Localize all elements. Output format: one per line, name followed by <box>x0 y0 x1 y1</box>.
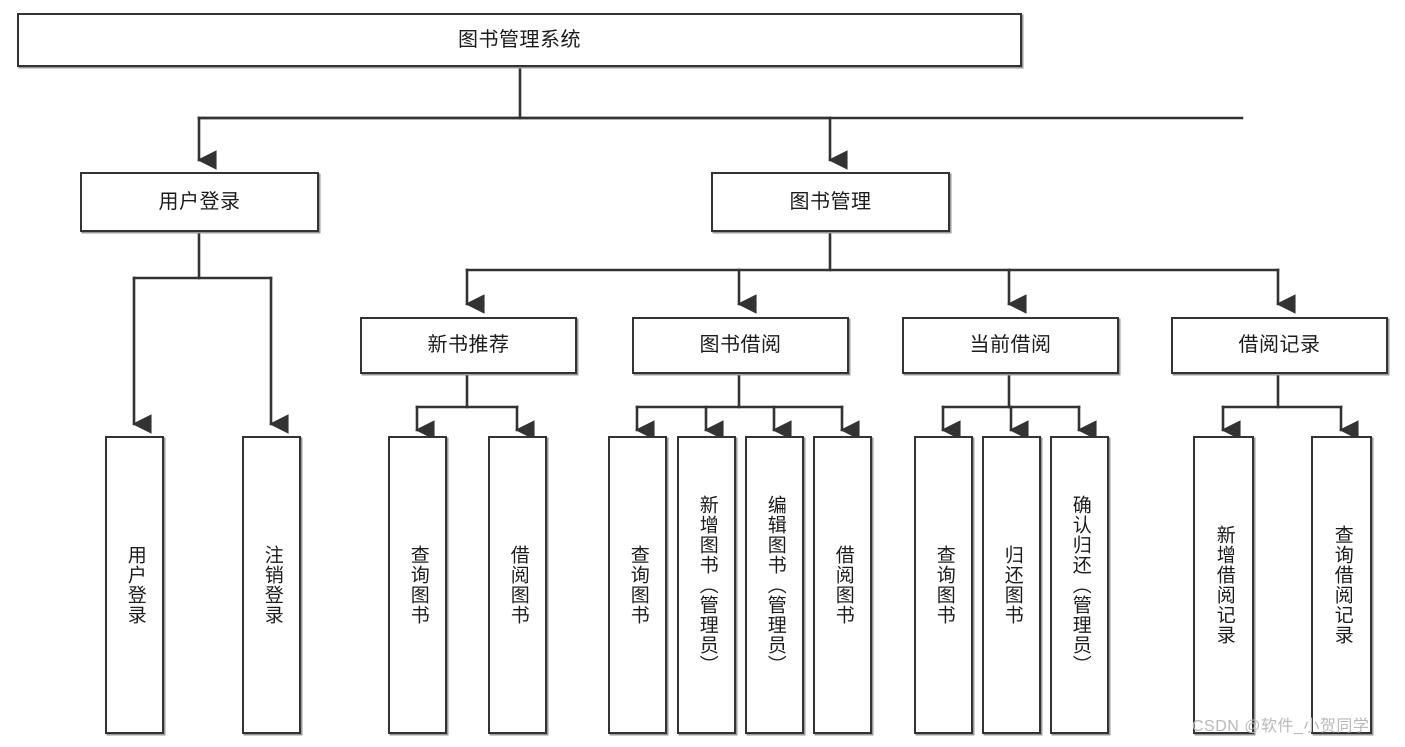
node-book-borrow[interactable]: 图书借阅 <box>632 317 849 374</box>
node-leaf-borrow-book-1-label: 借阅图书 <box>507 545 529 625</box>
node-leaf-confirm-return[interactable]: 确认归还（管理员） <box>1050 436 1109 734</box>
node-leaf-query-book-1[interactable]: 查询图书 <box>388 436 447 734</box>
node-current-borrow[interactable]: 当前借阅 <box>902 317 1119 374</box>
node-leaf-query-book-3[interactable]: 查询图书 <box>914 436 973 734</box>
node-borrow-record-label: 借阅记录 <box>1238 334 1321 356</box>
node-leaf-user-logout[interactable]: 注销登录 <box>242 436 301 734</box>
node-leaf-query-book-2[interactable]: 查询图书 <box>608 436 667 734</box>
node-leaf-query-book-3-label: 查询图书 <box>933 545 955 625</box>
node-leaf-borrow-book-1[interactable]: 借阅图书 <box>488 436 547 734</box>
node-leaf-query-book-2-label: 查询图书 <box>627 545 649 625</box>
node-leaf-query-record[interactable]: 查询借阅记录 <box>1311 436 1372 734</box>
node-borrow-record[interactable]: 借阅记录 <box>1171 317 1388 374</box>
node-user-login[interactable]: 用户登录 <box>80 172 319 232</box>
node-leaf-add-book-label: 新增图书（管理员） <box>696 495 718 675</box>
node-book-borrow-label: 图书借阅 <box>699 334 782 356</box>
node-leaf-user-login-label: 用户登录 <box>124 545 146 625</box>
node-leaf-edit-book-label: 编辑图书（管理员） <box>764 495 786 675</box>
node-book-manage[interactable]: 图书管理 <box>711 172 950 232</box>
node-leaf-return-book-label: 归还图书 <box>1001 545 1023 625</box>
node-leaf-confirm-return-label: 确认归还（管理员） <box>1069 495 1091 675</box>
node-leaf-edit-book[interactable]: 编辑图书（管理员） <box>745 436 804 734</box>
node-leaf-borrow-book-2-label: 借阅图书 <box>832 545 854 625</box>
node-leaf-user-login[interactable]: 用户登录 <box>105 436 164 734</box>
node-user-login-label: 用户登录 <box>158 190 241 213</box>
node-book-manage-label: 图书管理 <box>789 190 872 213</box>
csdn-watermark: CSDN @软件_小贺同学 <box>1192 718 1370 735</box>
node-leaf-add-record[interactable]: 新增借阅记录 <box>1193 436 1254 734</box>
node-leaf-user-logout-label: 注销登录 <box>261 545 283 625</box>
node-root[interactable]: 图书管理系统 <box>17 13 1022 67</box>
node-new-book-rec-label: 新书推荐 <box>427 334 510 356</box>
node-leaf-add-record-label: 新增借阅记录 <box>1213 525 1235 645</box>
node-leaf-return-book[interactable]: 归还图书 <box>982 436 1041 734</box>
node-leaf-borrow-book-2[interactable]: 借阅图书 <box>813 436 872 734</box>
node-leaf-add-book[interactable]: 新增图书（管理员） <box>677 436 736 734</box>
node-leaf-query-record-label: 查询借阅记录 <box>1331 525 1353 645</box>
node-leaf-query-book-1-label: 查询图书 <box>407 545 429 625</box>
node-new-book-rec[interactable]: 新书推荐 <box>360 317 577 374</box>
node-current-borrow-label: 当前借阅 <box>969 334 1052 356</box>
node-root-label: 图书管理系统 <box>458 28 581 51</box>
